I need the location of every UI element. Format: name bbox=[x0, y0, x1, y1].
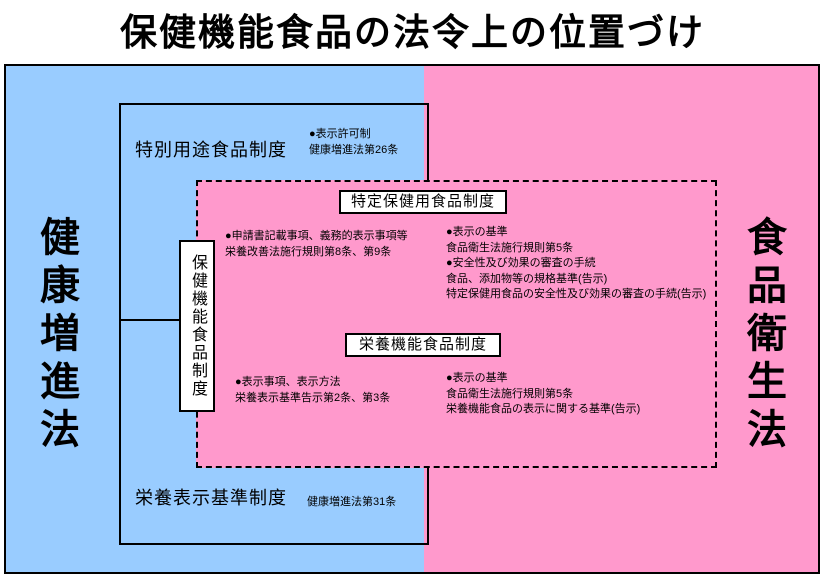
eiyou-hyouji-note: 健康増進法第31条 bbox=[307, 496, 397, 508]
note-line: ●表示の基準 bbox=[446, 226, 508, 238]
eiyou-kinou-left-notes: ●表示事項、表示方法 栄養表示基準告示第2条、第3条 bbox=[235, 375, 390, 406]
note-line: ●表示の基準 bbox=[446, 372, 508, 384]
eiyou-kinou-right-notes: ●表示の基準 食品衛生法施行規則第5条 栄養機能食品の表示に関する基準(告示) bbox=[446, 371, 640, 418]
eiyou-kinou-label-box: 栄養機能食品制度 bbox=[345, 333, 501, 357]
note-line: 健康増進法第26条 bbox=[309, 143, 399, 156]
tokubetsu-youto-label: 特別用途食品制度 bbox=[135, 140, 287, 160]
page-title: 保健機能食品の法令上の位置づけ bbox=[120, 12, 705, 53]
note-line: 栄養機能食品の表示に関する基準(告示) bbox=[446, 403, 641, 415]
eiyou-hyouji-label: 栄養表示基準制度 bbox=[135, 488, 287, 508]
kenkou-zoushin-law-label: 健康増進法 bbox=[34, 216, 78, 456]
note-line: 特定保健用食品の安全性及び効果の審査の手続(告示) bbox=[446, 288, 707, 300]
tokubetsu-youto-notes: ●表示許可制 健康増進法第26条 bbox=[309, 127, 398, 158]
note-line: ●申請書記載事項、義務的表示事項等 bbox=[225, 230, 408, 242]
note-line: 栄養改善法施行規則第8条、第9条 bbox=[225, 245, 392, 258]
note-line: 食品衛生法施行規則第5条 bbox=[446, 241, 574, 254]
note-line: ●表示事項、表示方法 bbox=[235, 376, 341, 388]
note-line: 食品、添加物等の規格基準(告示) bbox=[446, 272, 608, 285]
diagram-area: 特別用途食品制度 ●表示許可制 健康増進法第26条 特定保健用食品制度 ●申請書… bbox=[4, 64, 820, 574]
shokuhin-eisei-law-label: 食品衛生法 bbox=[741, 216, 785, 456]
note-line: ●安全性及び効果の審査の手続 bbox=[446, 257, 596, 269]
tokuho-right-notes: ●表示の基準 食品衛生法施行規則第5条 ●安全性及び効果の審査の手続 食品、添加… bbox=[446, 225, 706, 303]
note-line: 栄養表示基準告示第2条、第3条 bbox=[235, 391, 391, 404]
note-line: 食品衛生法施行規則第5条 bbox=[446, 387, 574, 400]
tokuho-left-notes: ●申請書記載事項、義務的表示事項等 栄養改善法施行規則第8条、第9条 bbox=[225, 229, 408, 260]
hoken-kinou-vertical-label-box: 保健機能食品制度 bbox=[179, 240, 215, 412]
hoken-kinou-label: 保健機能食品制度 bbox=[189, 254, 206, 398]
tokuho-label-box: 特定保健用食品制度 bbox=[339, 190, 507, 214]
note-line: ●表示許可制 bbox=[309, 128, 371, 140]
hoken-kinou-dashed-box bbox=[196, 180, 717, 468]
